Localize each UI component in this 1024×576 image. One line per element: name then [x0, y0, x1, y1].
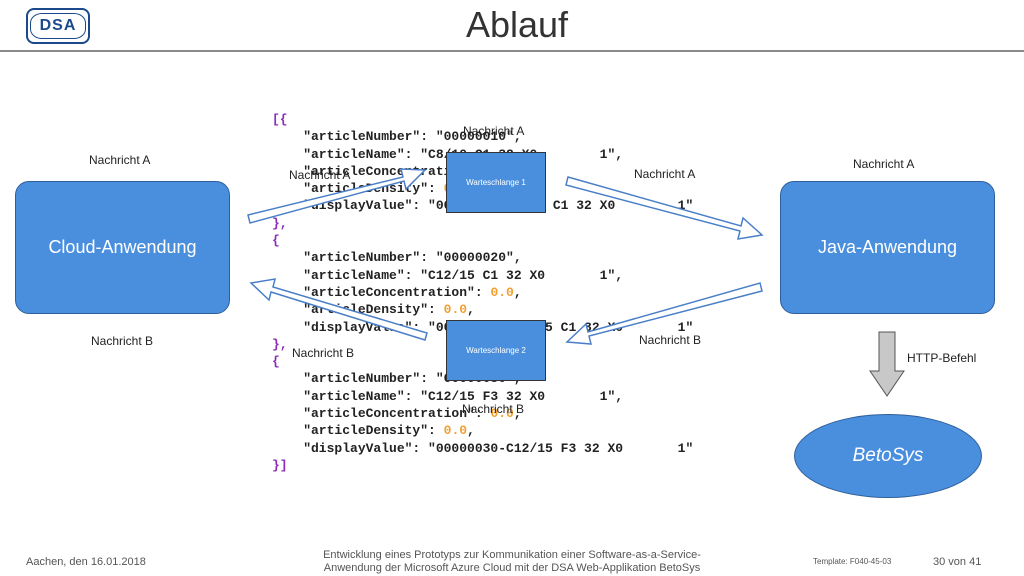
label-arrow-b-right: Nachricht B — [639, 333, 702, 347]
queue-2-node: Warteschlange 2 — [446, 320, 546, 381]
arrow-java-to-queue2 — [565, 282, 763, 345]
code-line: "articleNumber": "00000010", — [272, 129, 522, 145]
arrow-queue2-to-cloud — [249, 278, 428, 341]
code-line: "articleConcentration": 0.0, — [272, 406, 522, 422]
footer-date: Aachen, den 16.01.2018 — [26, 556, 146, 568]
code-line: { — [272, 233, 280, 249]
java-app-node: Java-Anwendung — [780, 181, 995, 314]
label-java-nachricht-a: Nachricht A — [853, 157, 915, 171]
footer-template: Template: F040-45-03 — [813, 557, 892, 566]
code-line: "displayValue": "00000030-C12/15 F3 32 X… — [272, 440, 694, 456]
footer-page-number: 30 von 41 — [933, 556, 982, 568]
code-line: { — [272, 354, 280, 370]
betosys-node: BetoSys — [794, 414, 982, 498]
label-arrow-a-left: Nachricht A — [289, 168, 351, 182]
label-cloud-nachricht-a: Nachricht A — [89, 153, 151, 167]
footer-description-line2: Anwendung der Microsoft Azure Cloud mit … — [323, 562, 701, 574]
footer-description-line1: Entwicklung eines Prototyps zur Kommunik… — [323, 549, 701, 561]
label-http-befehl: HTTP-Befehl — [907, 351, 977, 365]
code-line: "articleName": "C12/15 C1 32 X0 1", — [272, 267, 624, 283]
label-queue1-nachricht-a: Nachricht A — [463, 124, 525, 138]
label-arrow-a-right: Nachricht A — [634, 167, 696, 181]
code-line: "articleName": "C12/15 F3 32 X0 1", — [272, 388, 624, 404]
code-line: "articleNumber": "00000020", — [272, 250, 522, 266]
code-line: }] — [272, 457, 288, 473]
code-line: }, — [272, 336, 288, 352]
cloud-app-node: Cloud-Anwendung — [15, 181, 230, 314]
footer-description: Entwicklung eines Prototyps zur Kommunik… — [290, 549, 734, 575]
arrow-cloud-to-queue1 — [247, 168, 427, 224]
slide-title: Ablauf — [465, 4, 569, 45]
json-code-block: [{ "articleNumber": "00000010", "article… — [272, 111, 693, 474]
dsa-logo-text: DSA — [30, 13, 86, 39]
dsa-logo: DSA — [26, 8, 90, 44]
queue-1-node: Warteschlange 1 — [446, 152, 546, 213]
arrow-queue1-to-java — [565, 176, 764, 240]
label-cloud-nachricht-b: Nachricht B — [91, 334, 154, 348]
code-line: [{ — [272, 112, 288, 127]
label-arrow-b-left: Nachricht B — [292, 346, 355, 360]
code-line: "articleConcentration": 0.0, — [272, 284, 522, 300]
code-line: }, — [272, 215, 288, 231]
label-queue2-nachricht-b: Nachricht B — [462, 402, 525, 416]
title-divider — [0, 50, 1024, 52]
arrow-java-to-betosys — [869, 331, 905, 397]
code-line: "articleDensity": 0.0, — [272, 423, 475, 439]
